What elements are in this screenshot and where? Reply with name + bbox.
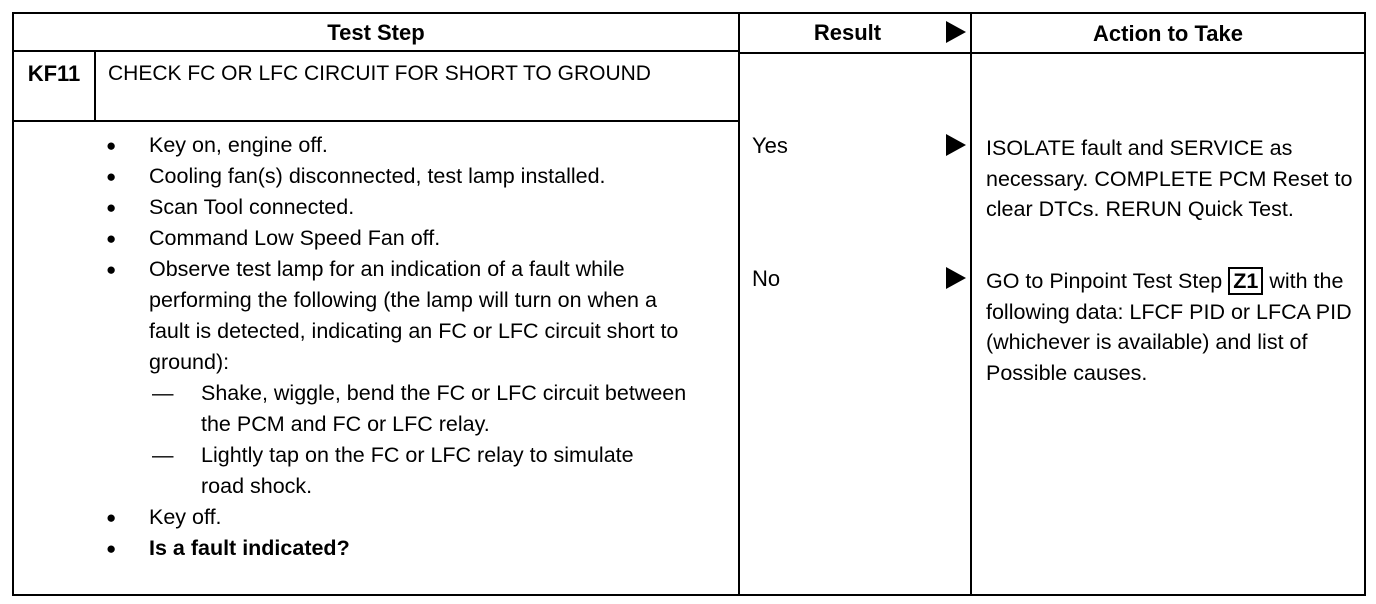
pinpoint-step-reference[interactable]: Z1 [1228, 267, 1264, 295]
step-title: CHECK FC OR LFC CIRCUIT FOR SHORT TO GRO… [108, 62, 651, 85]
instruction-item: Cooling fan(s) disconnected, test lamp i… [104, 161, 629, 192]
instruction-sub-item: Lightly tap on the FC or LFC relay to si… [104, 440, 641, 502]
action-no: GO to Pinpoint Test Step Z1 with the fol… [986, 266, 1361, 388]
instruction-question: Is a fault indicated? [104, 533, 734, 564]
step-id-divider [94, 50, 96, 122]
instruction-item: Command Low Speed Fan off. [104, 223, 734, 254]
arrow-right-icon [946, 134, 966, 156]
instruction-item: Observe test lamp for an indication of a… [104, 254, 694, 378]
column-divider-result-action [970, 12, 972, 596]
header-action: Action to Take [1093, 21, 1243, 46]
result-yes: Yes [752, 133, 788, 158]
instruction-item: Key on, engine off. [104, 130, 734, 161]
step-title-divider [12, 120, 740, 122]
header-divider-step [12, 50, 740, 52]
test-step-table [12, 12, 1366, 596]
column-divider-step-result [738, 12, 740, 596]
instruction-sub-item: Shake, wiggle, bend the FC or LFC circui… [104, 378, 711, 440]
arrow-right-icon [946, 21, 966, 43]
header-divider-result-action [738, 52, 1366, 54]
instruction-item: Key off. [104, 502, 734, 533]
result-no: No [752, 266, 781, 291]
step-id: KF11 [27, 61, 81, 86]
header-test-step: Test Step [327, 20, 425, 45]
header-result: Result [813, 20, 882, 45]
action-yes: ISOLATE fault and SERVICE as necessary. … [986, 136, 1353, 221]
instruction-item: Scan Tool connected. [104, 192, 734, 223]
arrow-right-icon [946, 267, 966, 289]
action-no-suffix: with the following data: LFCF PID or LFC… [986, 269, 1352, 385]
action-no-prefix: GO to Pinpoint Test Step [986, 269, 1223, 293]
instruction-list: Key on, engine off. Cooling fan(s) disco… [104, 130, 734, 564]
